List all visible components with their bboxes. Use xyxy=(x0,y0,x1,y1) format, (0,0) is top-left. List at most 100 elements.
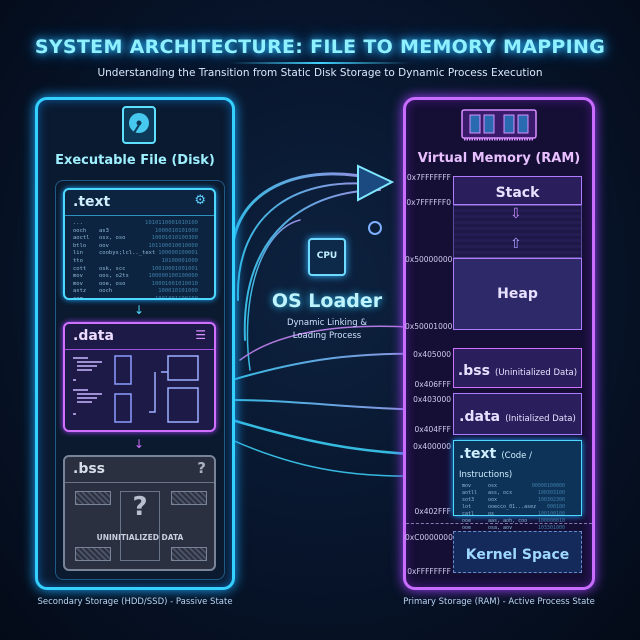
section-label: .bss xyxy=(73,461,106,477)
code-arg: osa, aov xyxy=(488,525,513,531)
title-underline xyxy=(230,62,410,64)
question-icon: ? xyxy=(120,491,160,561)
code-line: astz ooch 100010101000 xyxy=(73,288,206,296)
address-label: 0x402FFF xyxy=(414,507,451,516)
address-label: 0xFFFFFFFF xyxy=(407,567,451,576)
memory-heap-segment: Heap xyxy=(453,258,582,330)
bss-note: UNINITIALIZED DATA xyxy=(96,533,184,542)
code-bin: 000100 xyxy=(546,504,565,510)
code-bin: 10100001000 xyxy=(161,257,198,264)
code-line: ...1010110001010100 xyxy=(73,220,206,228)
address-label: 0x404FFF xyxy=(414,425,451,434)
segment-label: Kernel Space xyxy=(465,547,570,563)
question-icon: ? xyxy=(197,459,206,477)
segment-note: (Uninitialized Data) xyxy=(495,368,578,378)
code-op: catl xyxy=(462,511,475,517)
disk-data-section: .data☰ xyxy=(63,322,216,432)
code-bin: 10010001001001 xyxy=(151,265,198,272)
kernel-divider xyxy=(406,523,592,524)
arrow-down-icon: ↓ xyxy=(134,437,145,451)
address-label: 0x403000 xyxy=(413,395,451,404)
segment-label: Stack xyxy=(495,185,540,201)
data-structures-illustration xyxy=(73,355,199,423)
database-stack-icon: ☰ xyxy=(195,328,206,342)
segment-label: Heap xyxy=(497,286,538,302)
hatched-block xyxy=(75,547,111,561)
code-arg: oox xyxy=(488,497,498,503)
disk-bss-section: .bss? ? UNINITIALIZED DATA xyxy=(63,455,216,571)
code-arg: aas, aoh, coo xyxy=(488,518,528,524)
address-label: 0x50001000 xyxy=(405,322,453,331)
cpu-chip-icon: CPU xyxy=(308,238,346,276)
loader-subtitle-2: Loading Process xyxy=(292,331,362,341)
address-label: 0x405000 xyxy=(413,350,451,359)
memory-bss-segment: .bss (Uninitialized Data) xyxy=(453,348,582,388)
code-bin: 100000100100000 xyxy=(148,273,198,280)
hatched-block xyxy=(171,491,207,505)
code-op: aoctl xyxy=(73,235,90,242)
cpu-label: CPU xyxy=(316,251,338,261)
code-arg: ass, ocx xyxy=(488,490,513,496)
code-line: catl os 100100100 xyxy=(462,511,573,518)
code-line: tto 10100001000 xyxy=(73,258,206,266)
code-bin: 100100100 xyxy=(537,511,565,517)
ram-module-icon xyxy=(461,109,537,141)
code-op: mov xyxy=(73,273,83,280)
code-bin: 10001010100300 xyxy=(151,235,198,242)
code-bin: 100010101000 xyxy=(158,288,198,295)
code-op: mov xyxy=(73,280,83,287)
code-arg: osk, scc xyxy=(99,265,126,272)
hatched-block xyxy=(171,547,207,561)
segment-note: (Code / Instructions) xyxy=(459,451,532,480)
code-bin: 100000010 xyxy=(537,518,565,524)
segment-note: (Initialized Data) xyxy=(505,414,576,424)
code-arg: coobys;lcl.._text xyxy=(99,250,156,257)
code-bin: 100303100 xyxy=(537,490,565,496)
code-bin: 100000100001 xyxy=(158,250,198,257)
code-op: sot3 xyxy=(462,497,475,503)
code-op: tto xyxy=(73,257,83,264)
stack-grows-down-arrow-icon: ⇩ xyxy=(510,206,522,222)
memory-kernel-segment: Kernel Space xyxy=(453,531,582,573)
memory-data-segment: .data (Initialized Data) xyxy=(453,393,582,435)
page-subtitle: Understanding the Transition from Static… xyxy=(97,67,543,79)
address-label: 0x7FFFFFFF xyxy=(406,173,451,182)
code-op: mov xyxy=(462,483,472,489)
code-bin: 101100010010000 xyxy=(148,242,198,249)
code-op: lin xyxy=(73,250,83,257)
code-arg: ooch xyxy=(99,288,113,295)
gear-ring-icon xyxy=(368,221,382,235)
code-arg: oov xyxy=(99,242,109,249)
code-op: ooe xyxy=(462,525,472,531)
memory-stack-segment: Stack xyxy=(453,176,582,205)
flow-arrowhead xyxy=(357,164,395,202)
code-op: aotll xyxy=(462,490,478,496)
memory-panel-title: Virtual Memory (RAM) xyxy=(417,151,581,166)
address-label: 0x50000000 xyxy=(405,255,453,264)
code-line: aotll ass, ocx 100303100 xyxy=(462,490,573,497)
segment-label: .text xyxy=(459,446,497,462)
code-op: btlo xyxy=(73,242,87,249)
code-op: astz xyxy=(73,288,87,295)
code-bin: 00000100000 xyxy=(531,483,565,489)
arrow-down-icon: ↓ xyxy=(134,303,145,317)
gears-icon: ⚙ xyxy=(194,193,206,208)
code-arg: os xyxy=(488,511,495,517)
hatched-block xyxy=(75,491,111,505)
code-bin: 1001001100100 xyxy=(154,295,198,300)
code-bin: 10001001010010 xyxy=(151,280,198,287)
address-label: 0x400000 xyxy=(413,442,451,451)
